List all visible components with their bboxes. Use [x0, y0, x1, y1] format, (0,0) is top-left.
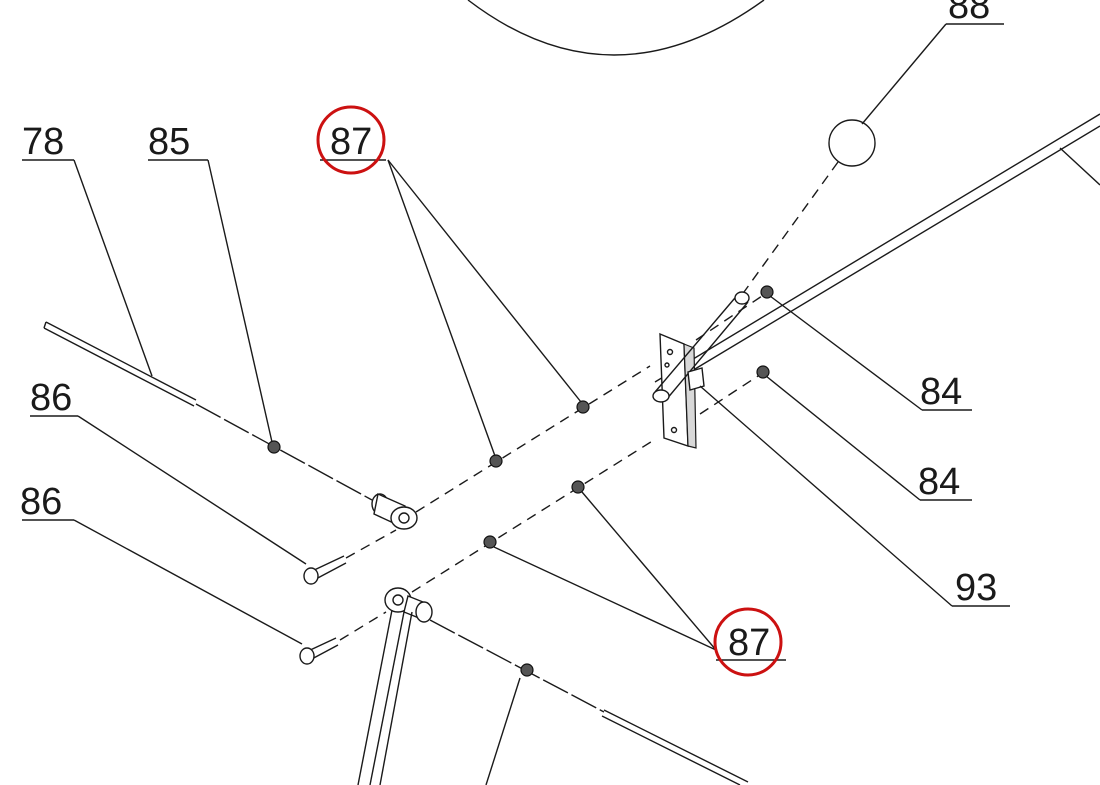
label-86-lower: 86: [20, 481, 62, 523]
rod-end-lower: [357, 587, 433, 785]
nut-84-upper: [760, 285, 774, 299]
label-78: 78: [22, 121, 64, 163]
tube-assembly-93: [652, 113, 1100, 449]
assembly-line-upper: [415, 365, 651, 513]
leader-lines: [22, 23, 1010, 661]
nut-87-b: [576, 400, 590, 414]
label-93: 93: [955, 567, 997, 609]
label-87-top: 87: [330, 121, 372, 163]
disc-arc: [467, 0, 765, 56]
nut-84-lower: [756, 365, 770, 379]
nut-85: [267, 440, 281, 454]
nut-87-d: [571, 480, 585, 494]
rod-end-upper: [371, 493, 418, 530]
bolt-86-upper: [303, 529, 397, 585]
label-88: 88: [948, 0, 990, 27]
nut-87-c: [483, 535, 497, 549]
nut-lower-rod: [520, 663, 534, 677]
nut-87-a: [489, 454, 503, 468]
assembly-line-84-lower: [699, 375, 759, 415]
label-86-upper: 86: [30, 377, 72, 419]
label-87-bottom: 87: [728, 622, 770, 664]
assembly-line-lower: [411, 439, 655, 593]
bolt-86-lower: [299, 611, 387, 665]
label-84-lower: 84: [918, 461, 960, 503]
label-84-upper: 84: [920, 371, 962, 413]
part-88-ball: [828, 119, 876, 167]
assembly-line-88: [743, 161, 839, 293]
rod-78: [43, 321, 373, 501]
highlight-circle-87-bottom: [713, 607, 783, 677]
highlight-circle-87-top: [316, 105, 386, 175]
rod-lower: [429, 619, 749, 785]
assembly-line-84-upper: [695, 295, 763, 341]
label-85: 85: [148, 121, 190, 163]
